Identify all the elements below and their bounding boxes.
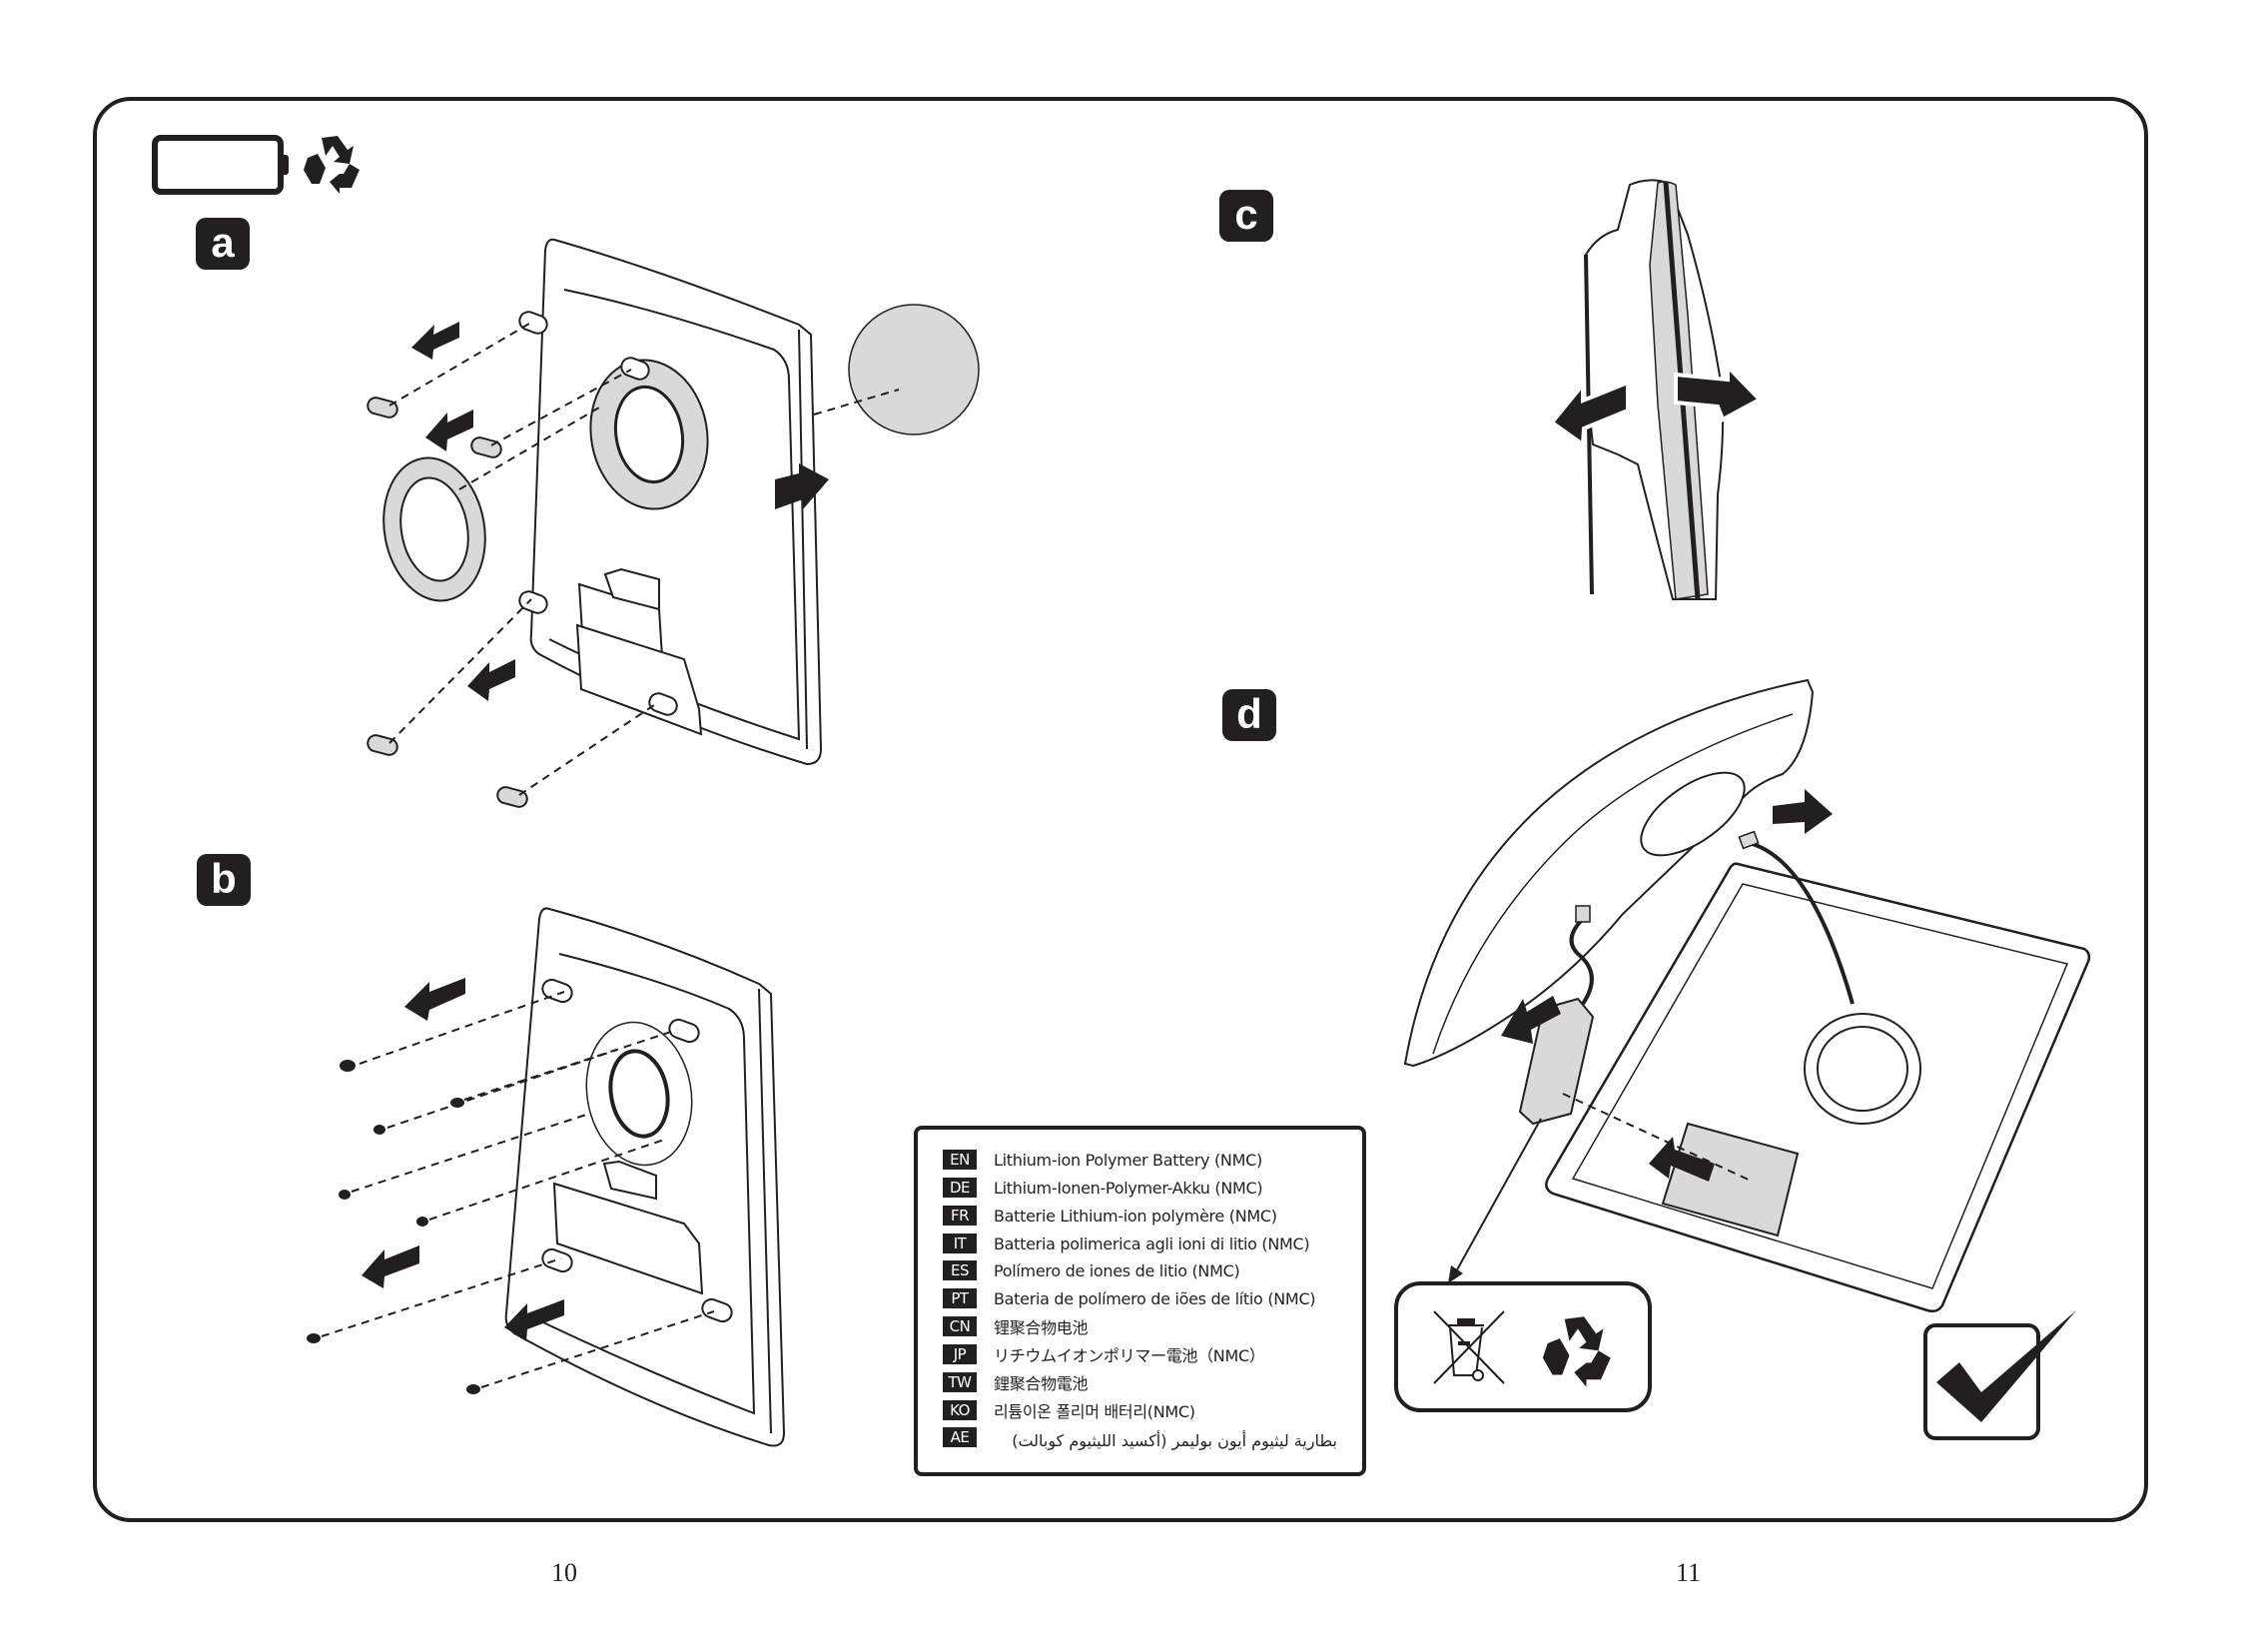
arrow-left-icon	[504, 1299, 564, 1341]
device-back-housing	[529, 238, 823, 766]
arrow-right-icon	[1674, 362, 1764, 422]
legend-row: TW 鋰聚合物電池	[943, 1370, 1089, 1394]
arrow-left-icon	[467, 659, 515, 701]
language-code: FR	[943, 1206, 977, 1226]
step-badge-c: c	[1219, 190, 1273, 242]
arrow-left-icon	[404, 978, 465, 1021]
battery-icon	[152, 135, 289, 195]
removal-arrows	[411, 322, 829, 701]
arrow-right-icon	[775, 463, 829, 509]
arrow-right-icon	[1773, 789, 1833, 834]
step-d-illustration	[1403, 678, 2091, 1313]
language-text: リチウムイオンポリマー電池（NMC）	[994, 1346, 1265, 1365]
language-text: Bateria de polímero de iões de lítio (NM…	[994, 1288, 1316, 1308]
removal-arrows	[362, 978, 564, 1341]
language-text: بطارية ليثيوم أيون بوليمر (أكسيد الليثيو…	[1012, 1431, 1337, 1450]
arrow-left-icon	[1549, 379, 1630, 448]
language-code: EN	[943, 1150, 977, 1170]
step-badge-a: a	[196, 218, 250, 270]
connector-slot	[603, 567, 660, 611]
language-text: 锂聚合物电池	[994, 1318, 1089, 1337]
device-back-housing	[504, 907, 786, 1447]
legend-row: DE Lithium-Ionen-Polymer-Akku (NMC)	[943, 1176, 1263, 1200]
checkmark-icon	[1936, 1310, 2076, 1422]
rear-sticker-disc	[848, 304, 980, 435]
legend-row: EN Lithium-ion Polymer Battery (NMC)	[943, 1148, 1262, 1172]
speaker-cable	[1752, 842, 1855, 1005]
step-a-illustration	[367, 238, 980, 808]
language-text: Lithium-Ionen-Polymer-Akku (NMC)	[994, 1178, 1263, 1198]
battery-cable	[1569, 917, 1594, 1006]
page-frame	[93, 97, 2148, 1522]
language-text: 鋰聚合物電池	[994, 1374, 1089, 1393]
legend-row: FR Batterie Lithium-ion polymère (NMC)	[943, 1204, 1277, 1228]
battery-type-legend: EN Lithium-ion Polymer Battery (NMC) DE Li…	[914, 1126, 1366, 1476]
language-text: Polímero de iones de litio (NMC)	[994, 1260, 1240, 1280]
battery-compartment	[1661, 1122, 1800, 1238]
legend-row: AE بطارية ليثيوم أيون بوليمر (أكسيد الليث…	[943, 1425, 1342, 1450]
language-code: CN	[943, 1316, 977, 1336]
arrow-left-icon	[425, 410, 473, 451]
language-text: Batteria polimerica agli ioni di litio (…	[994, 1234, 1310, 1253]
language-text: Lithium-ion Polymer Battery (NMC)	[994, 1150, 1262, 1170]
language-code: IT	[943, 1234, 977, 1253]
recycle-icon	[304, 136, 360, 194]
step-badge-b: b	[197, 854, 251, 906]
pry-arrows	[1549, 362, 1764, 448]
speaker	[1640, 771, 1746, 857]
language-code: PT	[943, 1288, 977, 1308]
legend-row: IT Batteria polimerica agli ioni di litio…	[943, 1232, 1310, 1255]
language-code: KO	[943, 1400, 977, 1420]
language-text: 리튬이온 폴리머 배터리(NMC)	[994, 1402, 1195, 1421]
direction-arrows	[1501, 789, 1833, 1182]
screws	[307, 1060, 480, 1394]
language-code: AE	[943, 1427, 977, 1447]
language-code: TW	[943, 1372, 977, 1392]
legend-row: CN 锂聚合物电池	[943, 1314, 1089, 1338]
arrow-left-icon	[1649, 1137, 1715, 1182]
page-number-right: 11	[1676, 1558, 1702, 1587]
cable-connector	[1738, 830, 1760, 850]
disposal-pointer-line	[1454, 1118, 1542, 1274]
rear-label-area	[575, 623, 703, 736]
cable-connector	[1575, 905, 1591, 923]
confirmation-box	[1923, 1323, 2040, 1440]
legend-row: ES Polímero de iones de litio (NMC)	[943, 1258, 1240, 1282]
language-code: DE	[943, 1178, 977, 1198]
crossed-out-wheelie-bin-icon	[1433, 1310, 1505, 1384]
arrow-left-icon	[362, 1245, 419, 1288]
page-number-left: 10	[551, 1558, 577, 1587]
legend-row: JP リチウムイオンポリマー電池（NMC）	[943, 1342, 1265, 1366]
foot-slots	[518, 311, 678, 716]
language-code: JP	[943, 1344, 977, 1364]
step-c-illustration	[1549, 179, 1764, 600]
step-b-illustration	[307, 907, 786, 1447]
language-text: Batterie Lithium-ion polymère (NMC)	[994, 1206, 1277, 1226]
battery-pack	[1518, 997, 1595, 1126]
recycle-icon	[1542, 1316, 1611, 1387]
rear-label-area	[552, 1182, 704, 1295]
disposal-symbols-box	[1394, 1281, 1652, 1412]
legend-row: PT Bateria de polímero de iões de lítio (…	[943, 1286, 1316, 1310]
legend-row: KO 리튬이온 폴리머 배터리(NMC)	[943, 1398, 1195, 1422]
connector-slot	[602, 1160, 657, 1201]
step-badge-d: d	[1222, 689, 1276, 741]
arrow-left-icon	[1501, 996, 1561, 1044]
language-code: ES	[943, 1260, 977, 1280]
rubber-feet	[367, 397, 528, 808]
arrow-left-icon	[411, 322, 459, 360]
